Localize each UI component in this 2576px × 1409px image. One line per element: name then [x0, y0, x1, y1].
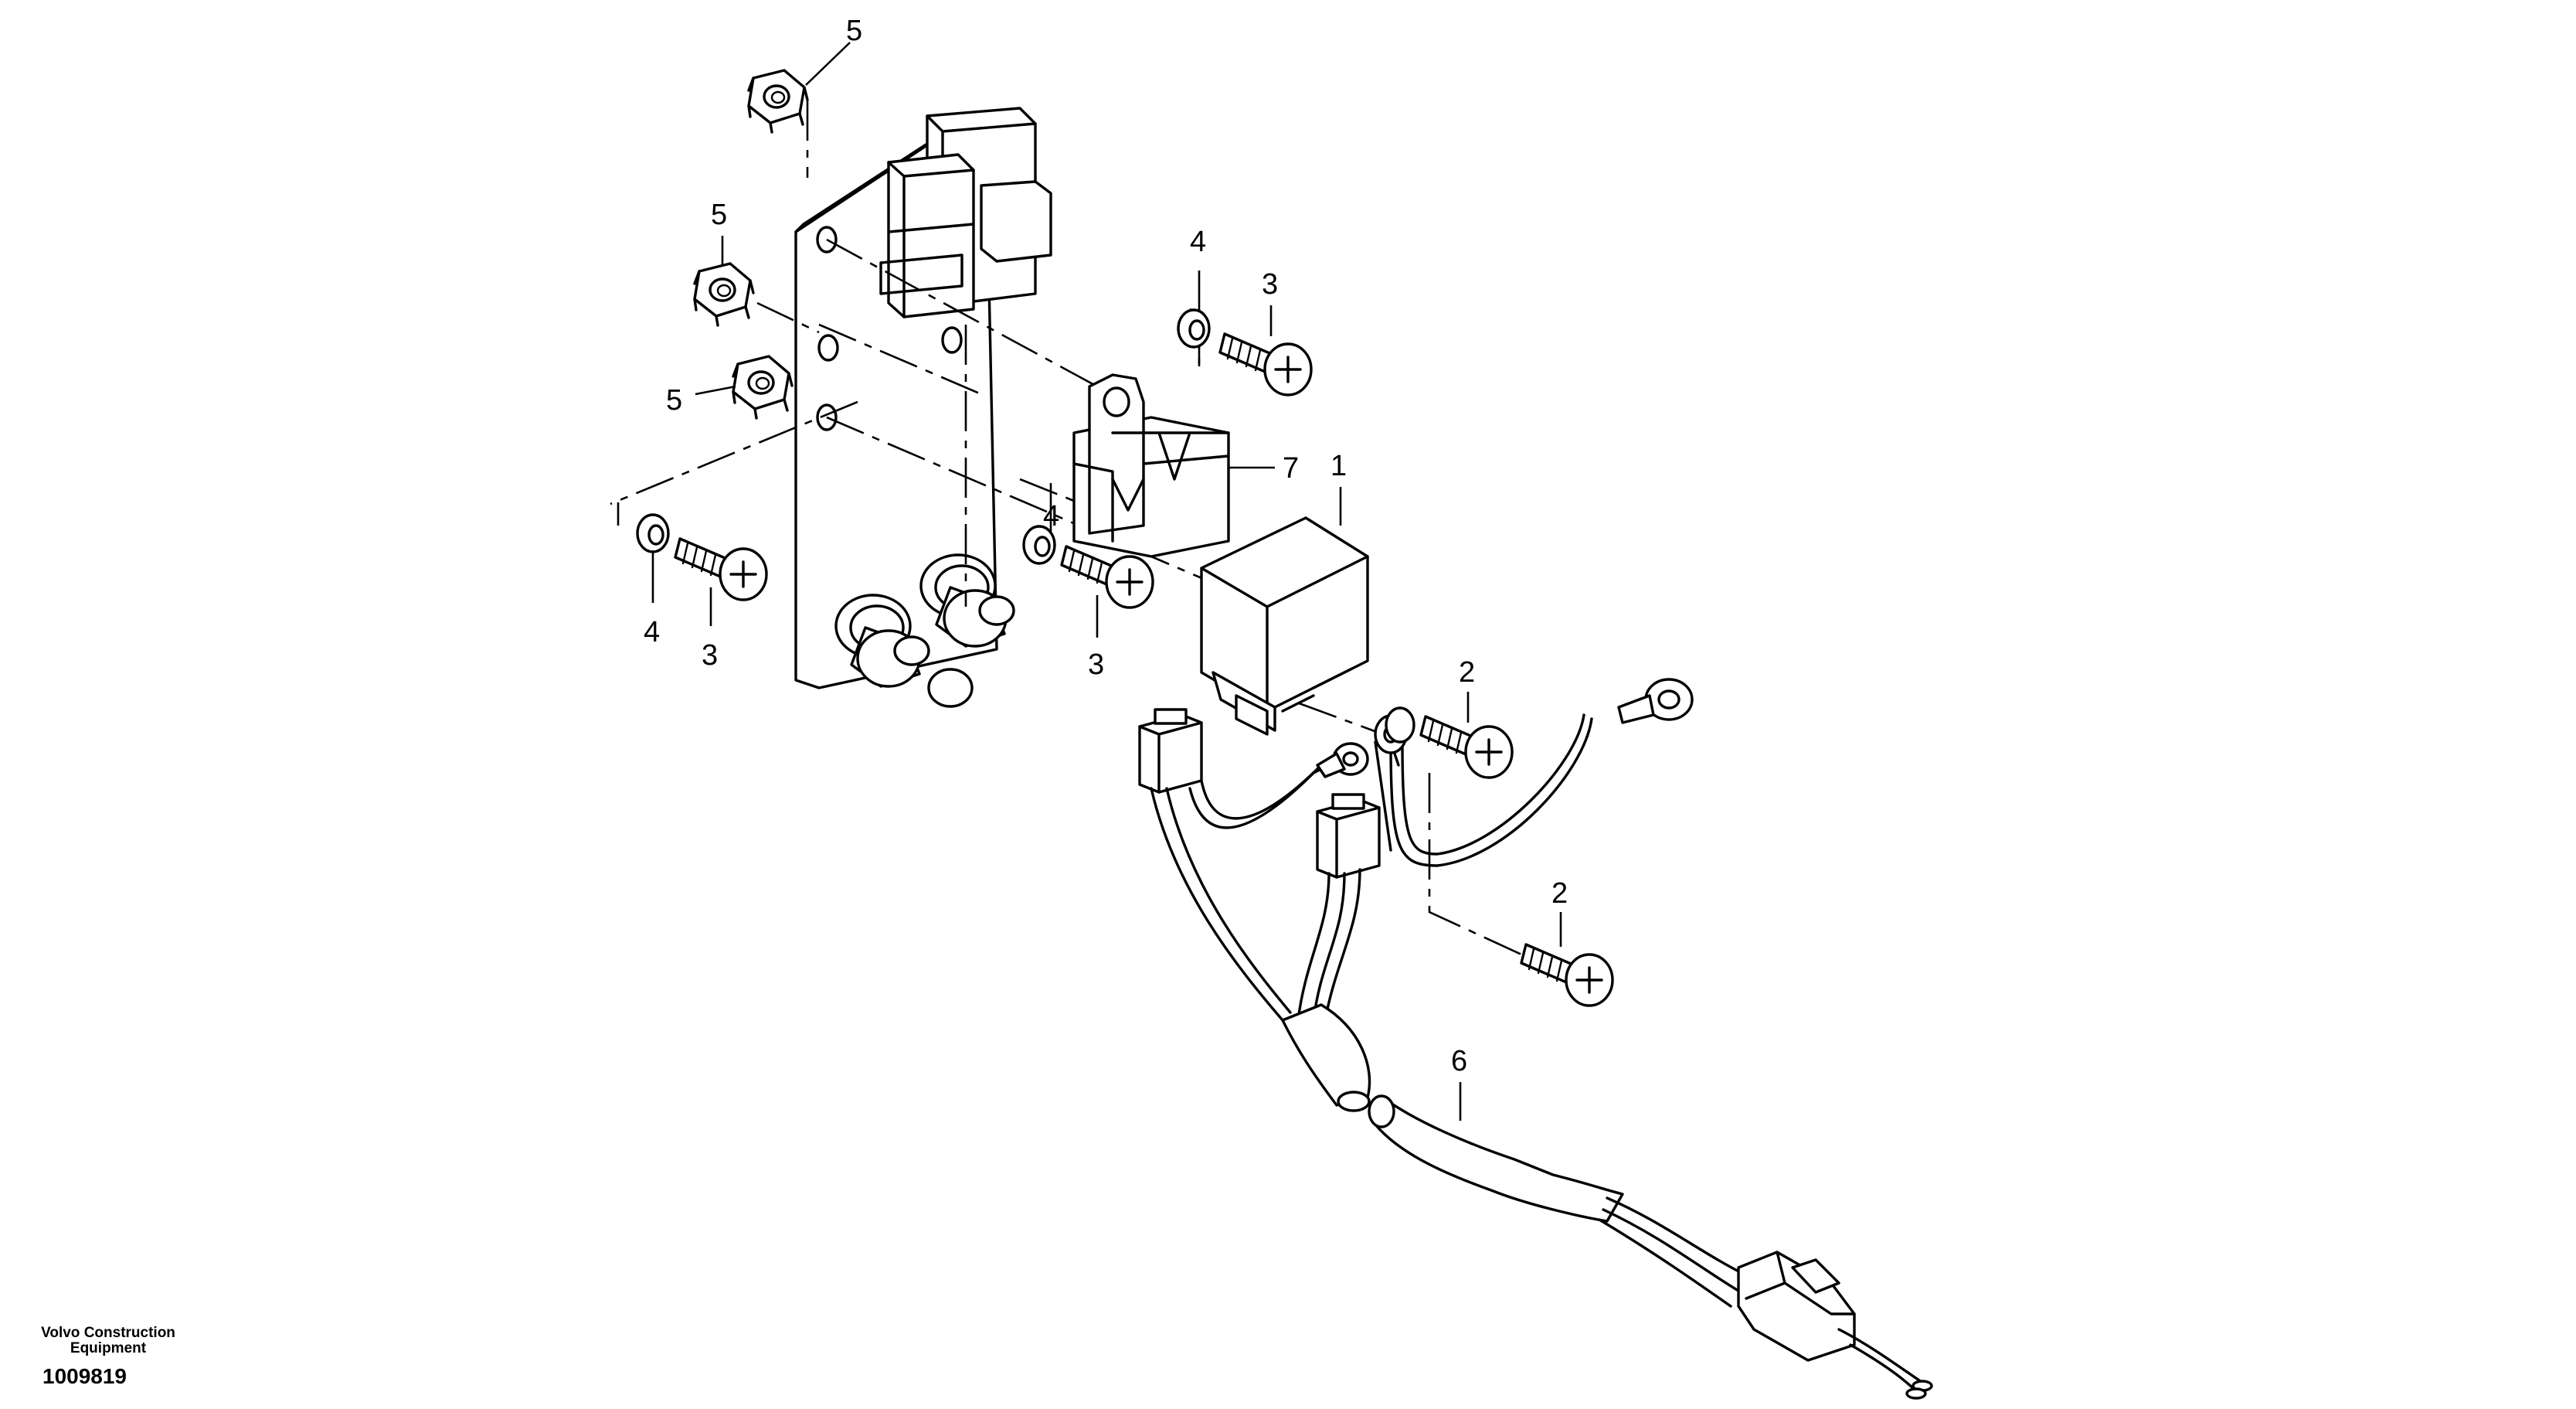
- brand-name-line2: Equipment: [70, 1340, 147, 1356]
- washer-4a: [636, 513, 670, 553]
- relay-1: [1200, 516, 1369, 736]
- relay-base-7: [1072, 373, 1230, 558]
- callout-5b: 5: [711, 199, 727, 231]
- callout-5c: 5: [666, 384, 682, 417]
- screw-2b: [1520, 943, 1614, 1007]
- callout-4b: 4: [1043, 500, 1059, 533]
- nut-5a: [747, 69, 809, 134]
- callout-2b: 2: [1551, 877, 1568, 910]
- callout-1: 1: [1330, 450, 1347, 482]
- callout-3c: 3: [1262, 268, 1278, 301]
- callout-4c: 4: [1190, 226, 1206, 258]
- nut-5b: [693, 262, 755, 327]
- callout-3a: 3: [702, 639, 718, 672]
- terminal-studs: [834, 553, 1015, 708]
- screw-2a: [1419, 715, 1514, 779]
- callout-5a: 5: [846, 15, 862, 47]
- screw-3a: [674, 537, 768, 601]
- callout-6: 6: [1451, 1045, 1467, 1077]
- callout-4a: 4: [644, 616, 660, 648]
- callout-labels: 5 5 5 4 3 4 3 4 3 7 1 2 2 6: [644, 15, 1568, 1121]
- assembly-lines: [610, 100, 1531, 960]
- callout-3b: 3: [1088, 648, 1104, 681]
- callout-7: 7: [1283, 452, 1299, 485]
- callout-2a: 2: [1459, 656, 1475, 689]
- washer-4c: [1177, 308, 1211, 349]
- drawing-number: 1009819: [42, 1364, 127, 1388]
- mounted-relays: [879, 107, 1052, 318]
- brand-name: Volvo Construction: [41, 1325, 175, 1341]
- nut-5c: [732, 355, 794, 420]
- wire-harness-6: [1138, 678, 1933, 1400]
- screw-3c: [1218, 332, 1313, 396]
- screw-3b: [1060, 545, 1154, 609]
